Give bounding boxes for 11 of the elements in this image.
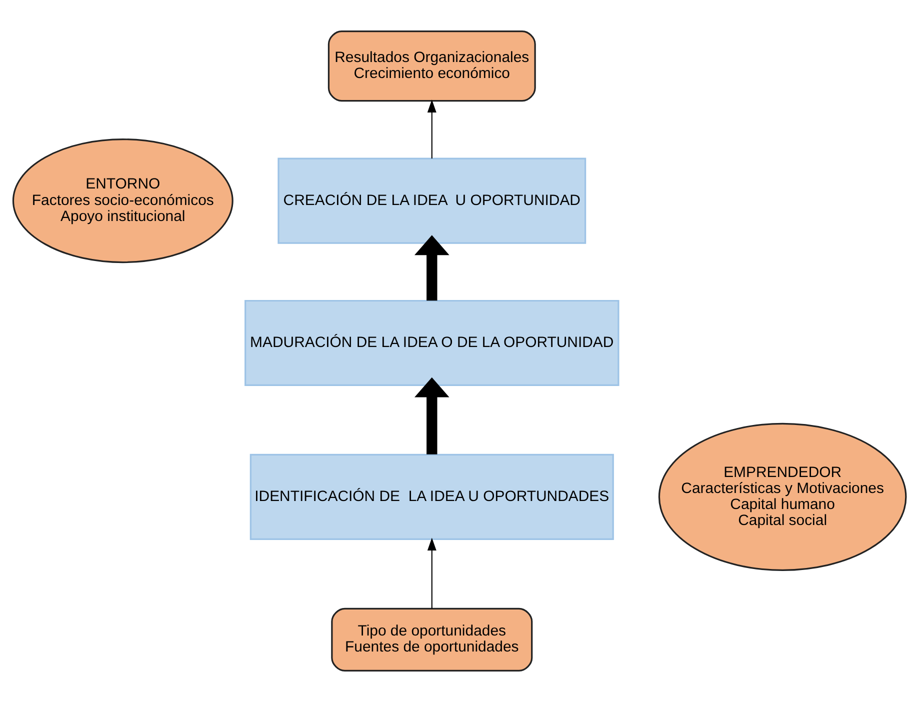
node-box: Tipo de oportunidades Fuentes de oportunidades xyxy=(330,608,532,672)
node-ellipse: ENTORNO Factores socio-económicos Apoyo institucional xyxy=(12,138,233,264)
node-box: CREACIÓN DE LA IDEA U OPORTUNIDAD xyxy=(277,158,586,244)
node-box: IDENTIFICACIÓN DE LA IDEA U OPORTUNDADES xyxy=(249,454,614,540)
node-box: Resultados Organizacionales Crecimiento económico xyxy=(327,30,536,102)
arrow xyxy=(426,100,436,158)
arrow xyxy=(426,538,436,608)
node-box: MADURACIÓN DE LA IDEA O DE LA OPORTUNIDAD xyxy=(244,300,619,386)
node-ellipse: EMPRENDEDOR Características y Motivaciones Capital humano Capital social xyxy=(658,422,906,571)
arrow xyxy=(414,235,449,301)
arrow xyxy=(414,377,449,454)
